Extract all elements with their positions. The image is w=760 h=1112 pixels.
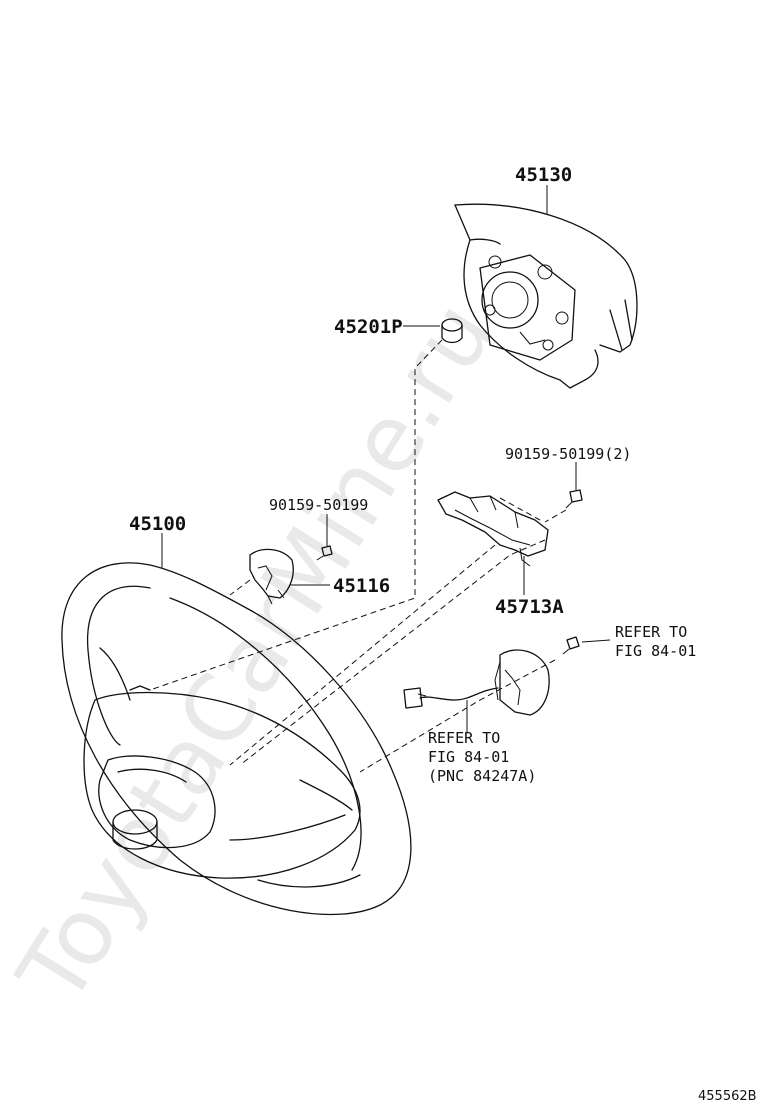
- airbag-assembly-45130: [454, 203, 638, 389]
- label-refer2-line2: FIG 84-01: [428, 748, 509, 766]
- install-line-nut: [149, 339, 443, 691]
- nut-45201p: [441, 318, 463, 344]
- label-45100: 45100: [129, 513, 186, 535]
- bracket-45713a: [437, 491, 549, 567]
- label-bolt1: 90159-50199: [269, 496, 368, 514]
- label-refer2-line3: (PNC 84247A): [428, 767, 536, 785]
- install-line-bracket-top: [499, 497, 541, 521]
- install-line-bolt-right: [544, 509, 567, 523]
- label-refer2-line1: REFER TO: [428, 729, 500, 747]
- label-bolt2: 90159-50199(2): [505, 445, 631, 463]
- cover-45116: [249, 548, 294, 605]
- bolt-switch: [562, 636, 580, 655]
- install-line-bracket-2: [229, 544, 496, 766]
- label-refer1-line1: REFER TO: [615, 623, 687, 641]
- install-line-cover: [229, 579, 251, 596]
- steering-switch-84247a: [403, 649, 550, 716]
- label-45116: 45116: [333, 575, 390, 597]
- label-refer1-line2: FIG 84-01: [615, 642, 696, 660]
- label-45713a: 45713A: [495, 596, 564, 618]
- label-45201p: 45201P: [334, 316, 403, 338]
- bolt-90159-50199-x2: [565, 489, 583, 509]
- install-line-switch: [359, 659, 556, 773]
- steering-wheel-45100: [61, 562, 412, 916]
- diagram-id: 455562B: [698, 1089, 757, 1104]
- install-line-bracket-1: [239, 539, 546, 766]
- leader-refer1: [581, 639, 611, 643]
- label-45130: 45130: [515, 164, 572, 186]
- bolt-90159-50199: [316, 545, 333, 561]
